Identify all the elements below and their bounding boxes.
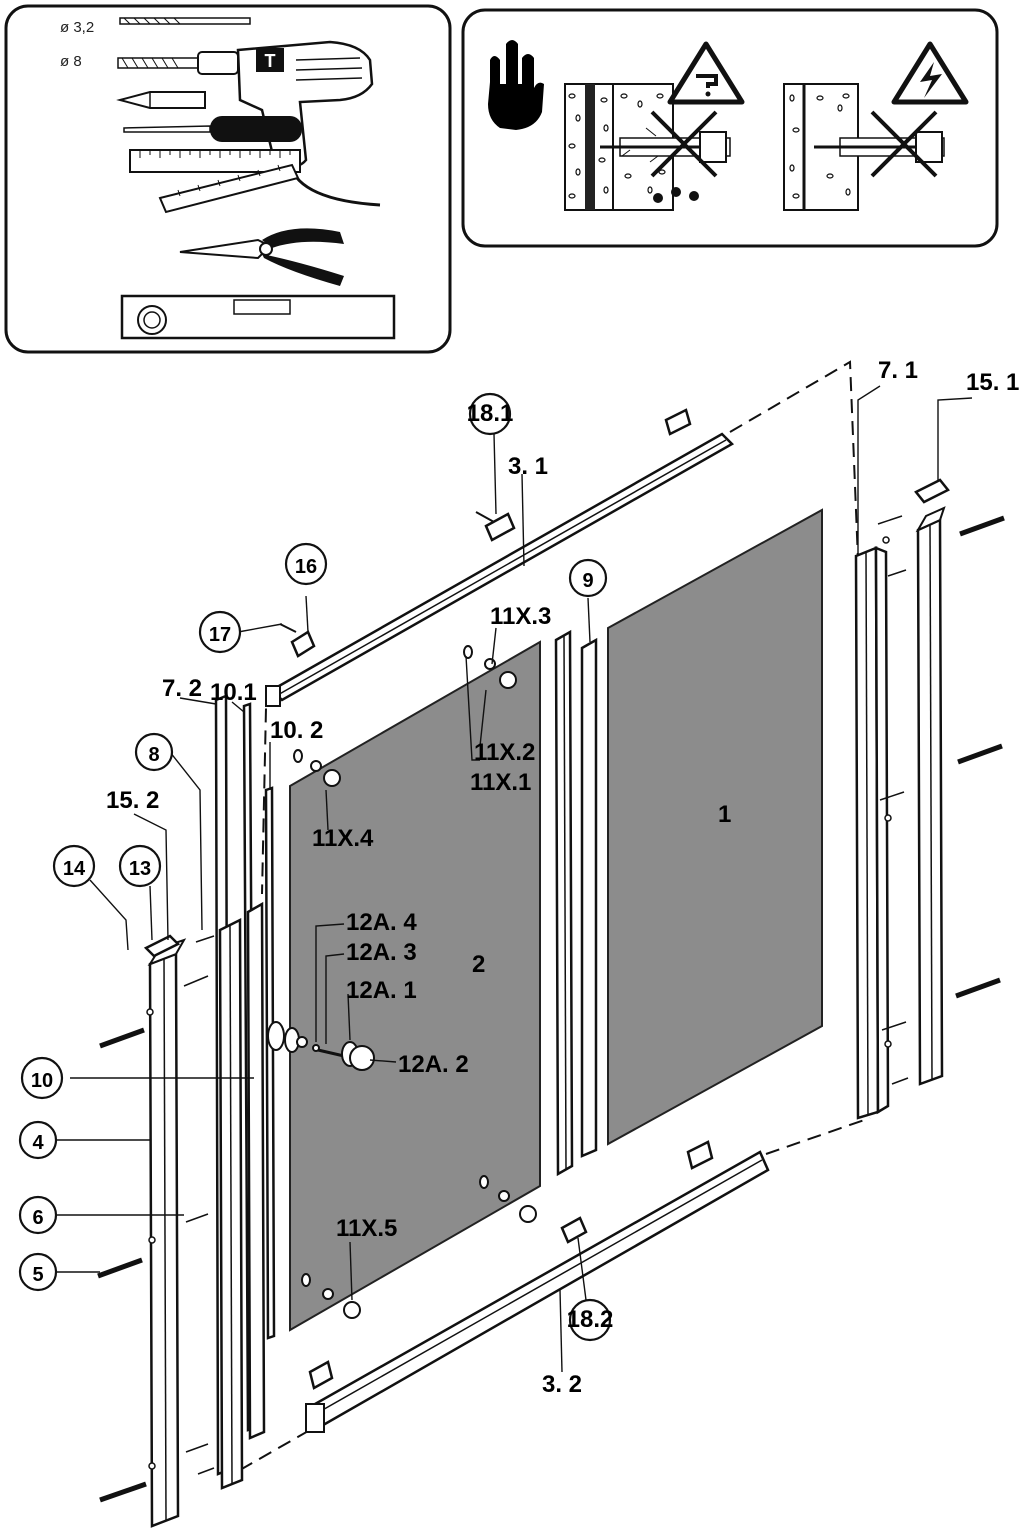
middle-profile-9 — [554, 629, 598, 1177]
fixing-screws — [97, 515, 1005, 1503]
guide-block-bottom — [308, 1140, 714, 1390]
label-part-11x5: 11X.5 — [336, 1215, 397, 1242]
callout-9: 9 — [568, 558, 608, 598]
label-part-2: 2 — [472, 951, 485, 978]
callout-13: 13 — [118, 844, 162, 888]
electric-shock-warning-icon — [891, 41, 969, 105]
svg-text:10: 10 — [31, 1070, 53, 1092]
svg-text:6: 6 — [32, 1207, 43, 1229]
folding-rule-icon — [129, 149, 301, 214]
spirit-level-icon — [120, 294, 396, 340]
wall-hole-markers — [146, 536, 892, 1470]
callout-18-2: 18.2 — [567, 1298, 614, 1342]
glass-panel-2 — [289, 640, 541, 1332]
guide-block-18-1 — [475, 511, 516, 542]
guide-block-18-2 — [560, 1216, 588, 1244]
svg-text:13: 13 — [129, 858, 151, 880]
label-part-15-1: 15. 1 — [966, 369, 1019, 396]
pliers-icon — [179, 228, 344, 286]
label-part-15-2: 15. 2 — [106, 787, 159, 814]
callout-8: 8 — [134, 732, 174, 772]
svg-text:9: 9 — [582, 570, 593, 592]
door-knob-12a — [267, 1021, 375, 1071]
label-part-11x2: 11X.2 — [474, 739, 535, 766]
callout-4: 4 — [18, 1120, 58, 1160]
wall-profile-7-2 — [214, 694, 244, 1490]
callout-5: 5 — [18, 1252, 58, 1292]
svg-text:4: 4 — [32, 1132, 44, 1154]
wall-profile-7-1 — [854, 546, 890, 1120]
label-part-12a2: 12A. 2 — [398, 1051, 469, 1078]
callout-18-1: 18.1 — [467, 392, 514, 436]
wall-electric-cable-illustration — [783, 83, 945, 211]
label-part-12a3: 12A. 3 — [346, 939, 417, 966]
leader-lines — [56, 385, 973, 1373]
rollers-11x — [293, 645, 537, 1319]
wall-water-pipe-illustration — [564, 83, 731, 211]
svg-text:16: 16 — [295, 556, 317, 578]
svg-text:18.2: 18.2 — [567, 1306, 614, 1333]
label-part-12a4: 12A. 4 — [346, 909, 417, 936]
callout-14: 14 — [52, 844, 96, 888]
svg-text:14: 14 — [63, 858, 86, 880]
callout-6: 6 — [18, 1195, 58, 1235]
glass-panel-1 — [607, 508, 823, 1146]
wall-profile-4 — [147, 938, 187, 1528]
pencil-icon — [116, 91, 206, 109]
guide-block-16 — [279, 623, 316, 658]
pointing-hand-icon — [488, 40, 544, 130]
label-part-12a1: 12A. 1 — [346, 977, 417, 1004]
left-seal-profiles — [242, 702, 276, 1440]
end-cap-15-1 — [914, 478, 950, 504]
guide-block-top — [664, 408, 692, 436]
label-part-11x4: 11X.4 — [312, 825, 374, 852]
warning-panel — [461, 8, 999, 248]
drill-brand-badge: T — [265, 51, 276, 71]
svg-text:8: 8 — [148, 744, 159, 766]
water-pipe-warning-icon — [667, 41, 745, 105]
callout-17: 17 — [198, 610, 242, 654]
label-part-3-2: 3. 2 — [542, 1371, 582, 1398]
label-part-11x1: 11X.1 — [470, 769, 531, 796]
drill-bit-icon — [119, 17, 251, 25]
bottom-rail-3-2 — [305, 1150, 770, 1433]
svg-text:18.1: 18.1 — [467, 400, 514, 427]
callout-16: 16 — [284, 542, 328, 586]
label-part-7-2: 7. 2 — [162, 675, 202, 702]
label-part-3-1: 3. 1 — [508, 453, 548, 480]
wall-profile-15-1 — [915, 506, 946, 1086]
tools-panel: ø 3,2 ø 8 T — [4, 4, 452, 354]
svg-text:5: 5 — [32, 1264, 43, 1286]
label-part-11x3: 11X.3 — [490, 603, 551, 630]
top-rail-3-1 — [265, 432, 735, 707]
screwdriver-icon — [123, 116, 302, 142]
label-part-1: 1 — [718, 801, 731, 828]
end-cap-13 — [143, 934, 181, 958]
label-part-7-1: 7. 1 — [878, 357, 918, 384]
drill-bit-size-small: ø 3,2 — [60, 19, 94, 36]
callout-10: 10 — [20, 1056, 64, 1100]
svg-text:17: 17 — [209, 624, 231, 646]
drill-bit-size-large: ø 8 — [60, 53, 82, 70]
label-part-10-2: 10. 2 — [270, 717, 323, 744]
label-part-10-1: 10.1 — [210, 679, 257, 706]
